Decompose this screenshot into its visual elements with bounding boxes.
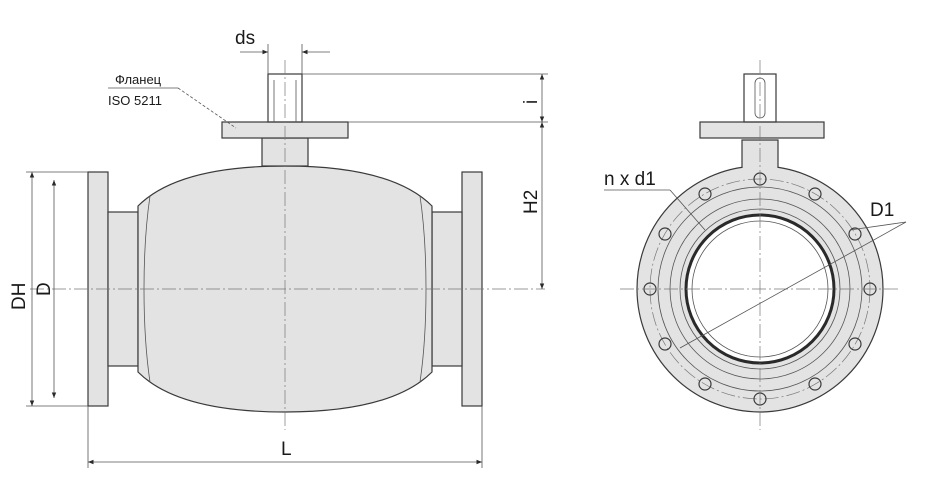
bolt-hole	[808, 187, 822, 201]
front-view: D1 n x d1	[604, 60, 907, 430]
dim-d1-label: D1	[870, 200, 894, 221]
bolt-hole	[658, 337, 672, 351]
dim-h2-label: H2	[521, 190, 542, 214]
side-view: ds i H2 DH D L Фланец ISO 5211	[9, 28, 548, 468]
front-iso-flange	[699, 121, 825, 139]
dim-dh-label: DH	[9, 283, 30, 310]
bolt-hole	[698, 377, 712, 391]
dim-i-label: i	[521, 100, 542, 104]
bolt-hole	[658, 227, 672, 241]
bolt-hole	[848, 337, 862, 351]
dim-ds-label: ds	[235, 28, 255, 49]
dim-l-label: L	[281, 439, 292, 460]
flange-note-line2: ISO 5211	[108, 93, 162, 108]
dim-d-label: D	[34, 282, 55, 296]
bolt-hole	[698, 187, 712, 201]
dim-nxd1-label: n x d1	[604, 169, 656, 190]
flange-note-line1: Фланец	[115, 72, 162, 87]
bolt-hole	[808, 377, 822, 391]
bolt-hole	[848, 227, 862, 241]
